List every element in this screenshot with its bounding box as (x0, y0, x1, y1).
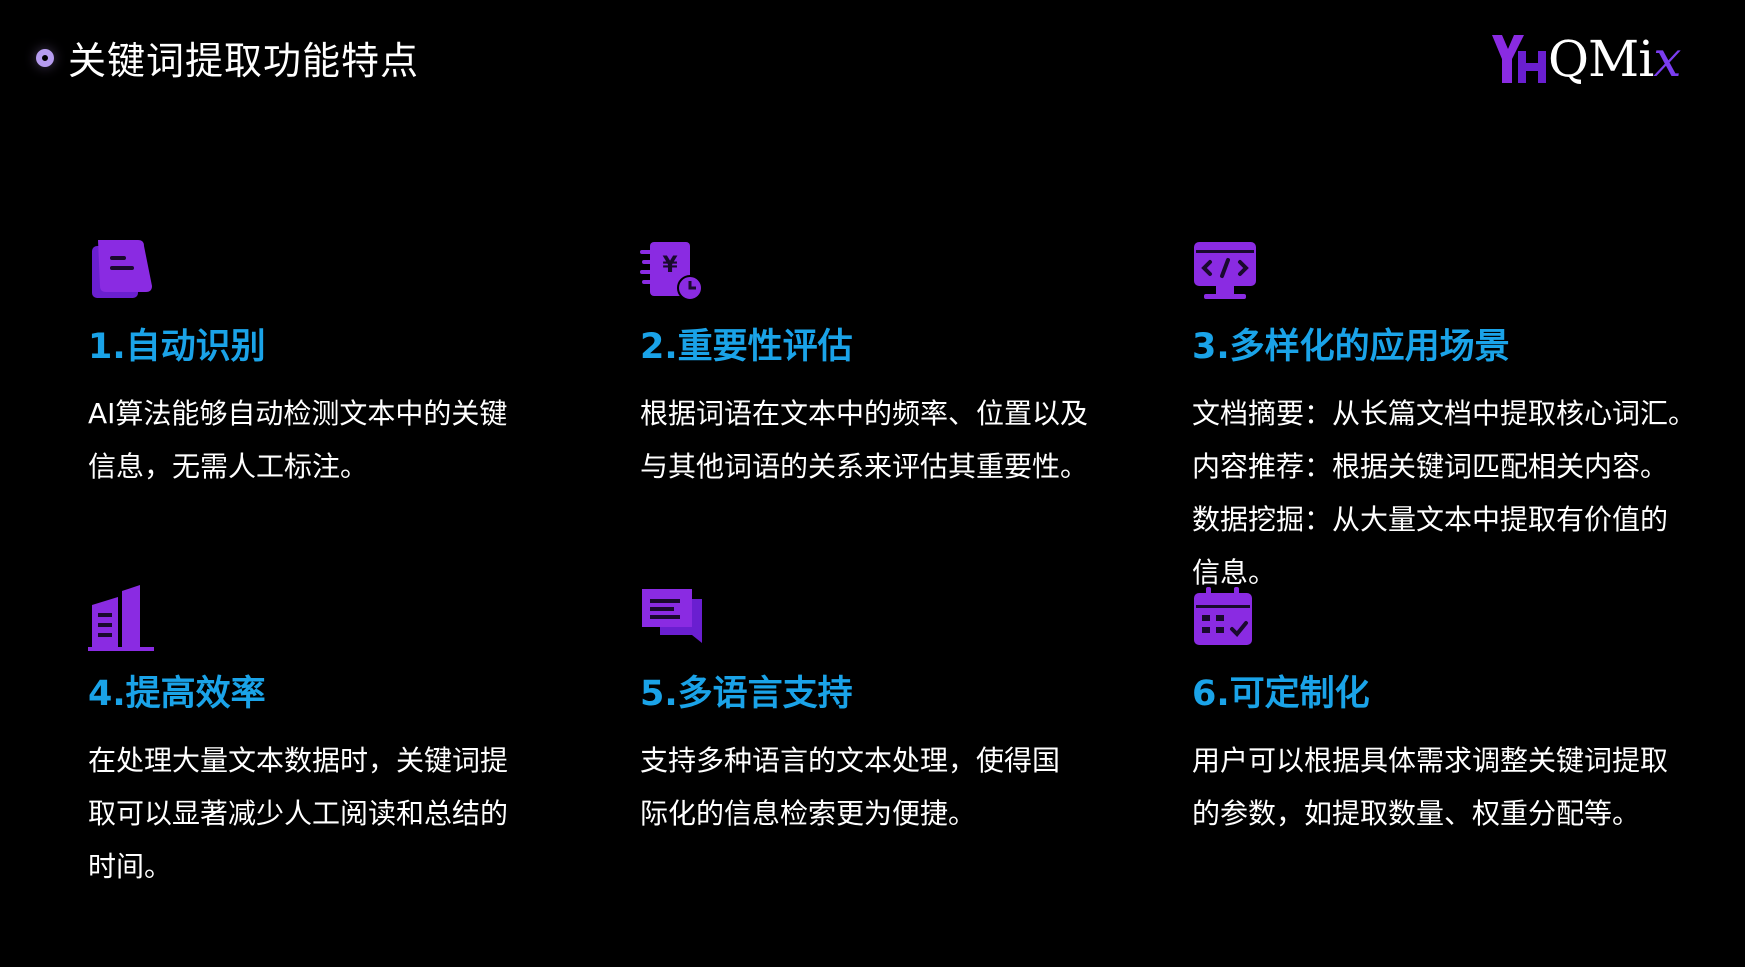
feature-title: 4.提高效率 (88, 674, 266, 714)
feature-card-3: 3.多样化的应用场景 文档摘要：从长篇文档中提取核心词汇。 内容推荐：根据关键词… (1192, 238, 1732, 599)
buildings-icon (88, 585, 154, 651)
feature-description: 在处理大量文本数据时，关键词提 取可以显著减少人工阅读和总结的 时间。 (88, 744, 509, 883)
feature-card-4: 4.提高效率 在处理大量文本数据时，关键词提 取可以显著减少人工阅读和总结的 时… (88, 585, 588, 893)
feature-card-6: 6.可定制化 用户可以根据具体需求调整关键词提取 的参数，如提取数量、权重分配等… (1192, 585, 1732, 840)
feature-card-5: 5.多语言支持 支持多种语言的文本处理，使得国 际化的信息检索更为便捷。 (640, 585, 1140, 840)
feature-description: 文档摘要：从长篇文档中提取核心词汇。 内容推荐：根据关键词匹配相关内容。 数据挖… (1192, 397, 1697, 589)
feature-description: 根据词语在文本中的频率、位置以及 与其他词语的关系来评估其重要性。 (640, 397, 1089, 483)
document-note-icon (92, 240, 152, 298)
feature-title: 3.多样化的应用场景 (1192, 327, 1510, 367)
feature-card-1: 1.自动识别 AI算法能够自动检测文本中的关键 信息，无需人工标注。 (88, 238, 588, 493)
yuen-clock-icon: ¥ (640, 242, 703, 301)
feature-description: AI算法能够自动检测文本中的关键 信息，无需人工标注。 (88, 397, 508, 483)
svg-text:¥: ¥ (662, 253, 678, 278)
page-header: 关键词提取功能特点 (36, 30, 419, 85)
feature-title: 1.自动识别 (88, 327, 266, 367)
feature-title: 2.重要性评估 (640, 327, 853, 367)
logo-mark-icon (1492, 35, 1546, 83)
feature-card-2: ¥ 2.重要性评估 根据词语在文本中的频率、位置以及 与其他词语的关系来评估其重… (640, 238, 1140, 493)
bullet-circle-icon (36, 48, 54, 67)
logo-text: QMi (1548, 30, 1654, 88)
feature-description: 支持多种语言的文本处理，使得国 际化的信息检索更为便捷。 (640, 744, 1061, 830)
brand-logo: QMi x (1490, 28, 1681, 90)
feature-title: 5.多语言支持 (640, 674, 853, 714)
feature-title: 6.可定制化 (1192, 674, 1370, 714)
logo-accent: x (1653, 30, 1682, 88)
page-title: 关键词提取功能特点 (68, 39, 420, 83)
feature-description: 用户可以根据具体需求调整关键词提取 的参数，如提取数量、权重分配等。 (1192, 744, 1669, 830)
code-monitor-icon (1194, 242, 1256, 299)
chat-lines-icon (642, 589, 702, 643)
calendar-check-icon (1194, 587, 1252, 645)
